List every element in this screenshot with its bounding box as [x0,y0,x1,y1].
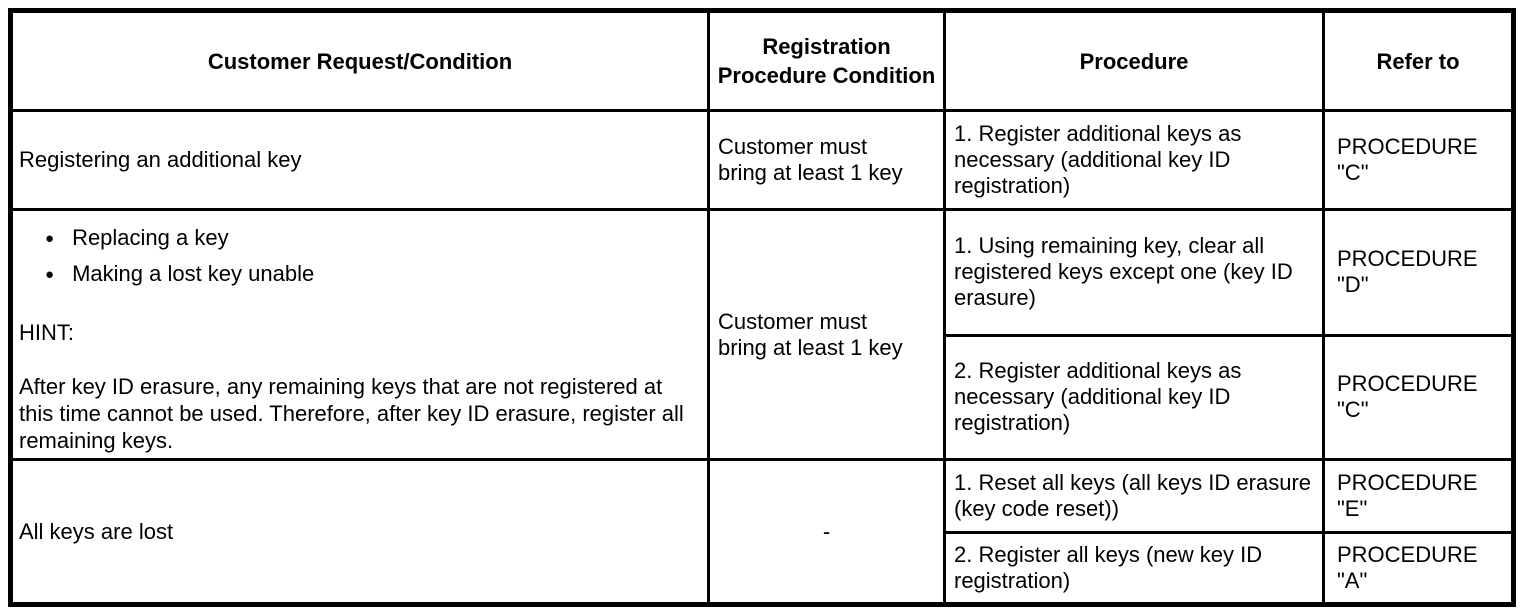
bullet-icon: ● [45,230,55,247]
customer-request-cell: All keys are lost [9,458,710,606]
column-header-registration-condition: Registration Procedure Condition [707,9,946,112]
registration-condition-cell: Customer must bring at least 1 key [707,109,946,211]
procedure-cell: 2. Register all keys (new key ID registr… [943,531,1325,606]
table-row: 2. Register all keys (new key ID registr… [11,531,1515,606]
registration-condition-cell: Customer must bring at least 1 key [707,208,946,461]
procedure-cell: 1. Reset all keys (all keys ID erasure (… [943,458,1325,534]
procedure-cell: 1. Using remaining key, clear all regist… [943,208,1325,337]
bullet-text: Making a lost key unable [72,261,315,286]
bullet-text: Replacing a key [72,225,229,250]
header-row: Customer Request/Condition Registration … [9,9,1515,112]
bullet-icon: ● [45,266,55,283]
procedure-cell: 1. Register additional keys as necessary… [943,109,1325,211]
registration-condition-cell: - [707,458,946,606]
table-row: All keys are lost - 1. Reset all keys (a… [9,458,1515,606]
column-header-procedure: Procedure [943,9,1325,112]
list-item: ● Replacing a key [19,221,699,257]
hint-label: HINT: [19,320,74,345]
table-row: Registering an additional key Customer m… [9,109,1515,211]
table-row: 2. Register additional keys as necessary… [11,333,1515,461]
refer-to-cell: PROCEDURE "C" [1322,109,1515,211]
column-header-customer-request: Customer Request/Condition [9,9,710,112]
list-item: ● Making a lost key unable [19,257,699,293]
procedure-cell: 2. Register additional keys as necessary… [943,333,1325,461]
key-registration-table: Customer Request/Condition Registration … [8,8,1516,607]
refer-to-cell: PROCEDURE "D" [1322,208,1515,337]
customer-request-cell: ● Replacing a key ● Making a lost key un… [9,208,710,461]
refer-to-cell: PROCEDURE "E" [1322,458,1515,534]
column-header-refer-to: Refer to [1322,9,1515,112]
refer-to-cell: PROCEDURE "C" [1322,333,1515,461]
hint-text: After key ID erasure, any remaining keys… [19,374,684,453]
customer-request-cell: Registering an additional key [9,109,710,211]
refer-to-cell: PROCEDURE "A" [1322,531,1515,606]
table-row: ● Replacing a key ● Making a lost key un… [9,208,1515,461]
